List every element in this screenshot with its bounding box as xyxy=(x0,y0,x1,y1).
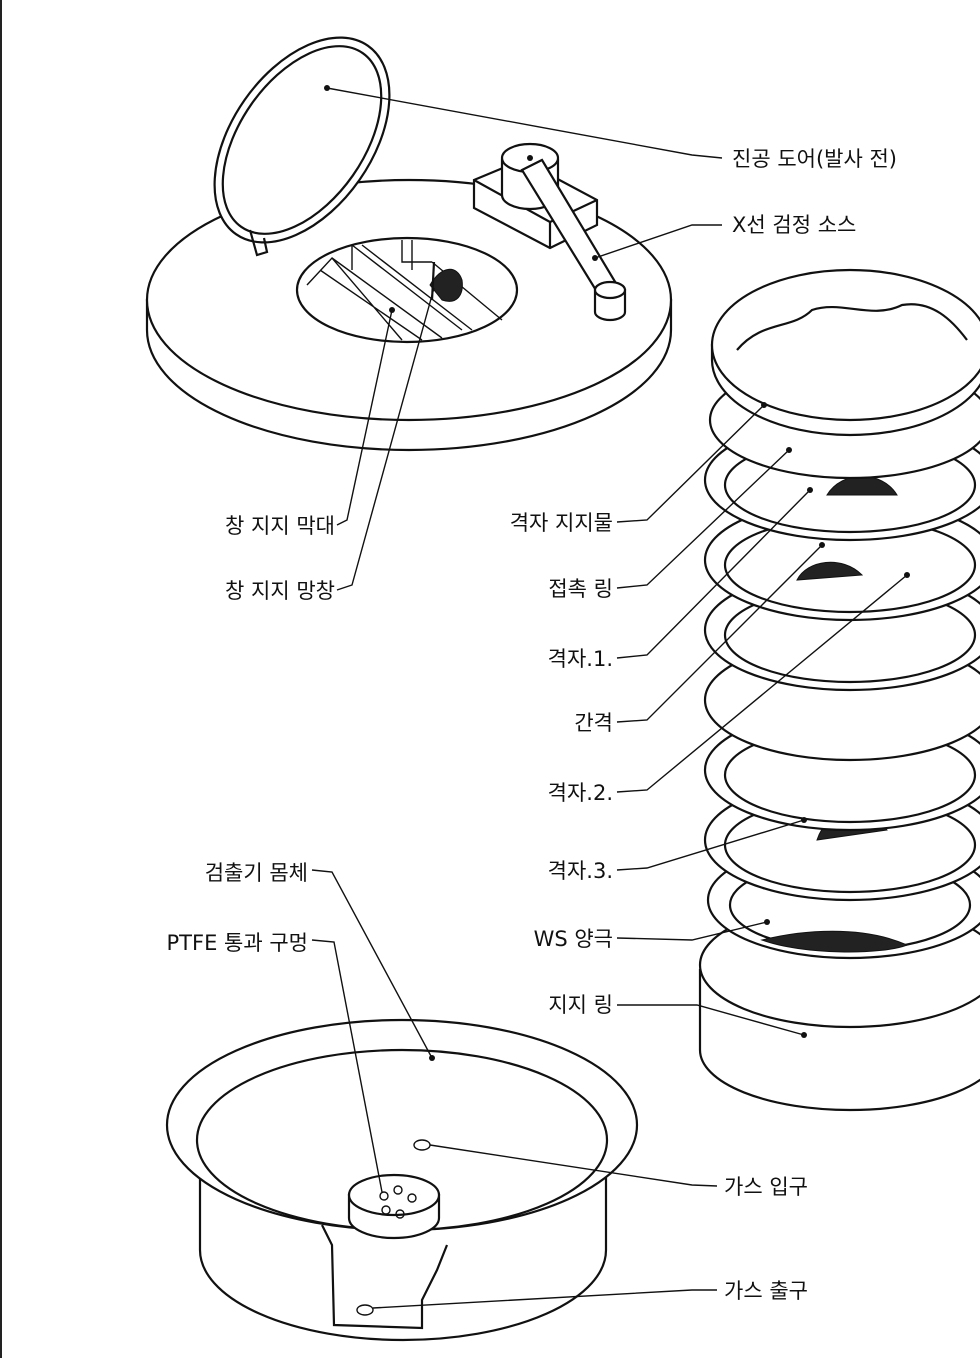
leader-dots xyxy=(324,85,910,1061)
label-grid-3: 격자.3. xyxy=(548,859,613,883)
xray-source xyxy=(472,142,627,322)
label-spacer: 간격 xyxy=(574,711,613,735)
window-support-bars xyxy=(306,240,503,341)
label-ptfe-feedthrough: PTFE 통과 구멍 xyxy=(167,931,308,955)
label-gas-outlet: 가스 출구 xyxy=(724,1279,808,1303)
label-detector-body: 검출기 몸체 xyxy=(205,861,308,885)
label-grid-2: 격자.2. xyxy=(548,781,613,805)
grid-ring-stack xyxy=(698,268,980,1112)
label-grid-support: 격자 지지물 xyxy=(510,511,613,535)
label-ws-anode: WS 양극 xyxy=(534,927,613,951)
label-window-support-bar: 창 지지 막대 xyxy=(225,514,335,538)
label-grid-1: 격자.1. xyxy=(548,647,613,671)
label-contact-ring: 접촉 링 xyxy=(548,577,613,601)
label-support-ring: 지지 링 xyxy=(548,993,613,1017)
vacuum-door xyxy=(213,36,391,257)
leader-lines xyxy=(311,87,908,1309)
label-gas-inlet: 가스 입구 xyxy=(724,1175,808,1199)
label-window-support-mesh: 창 지지 망창 xyxy=(225,579,335,603)
ptfe-holes xyxy=(379,1185,417,1219)
label-vacuum-door: 진공 도어(발사 전) xyxy=(732,147,897,171)
detector-body xyxy=(165,1018,639,1342)
label-xray-source: X선 검정 소스 xyxy=(732,213,856,237)
